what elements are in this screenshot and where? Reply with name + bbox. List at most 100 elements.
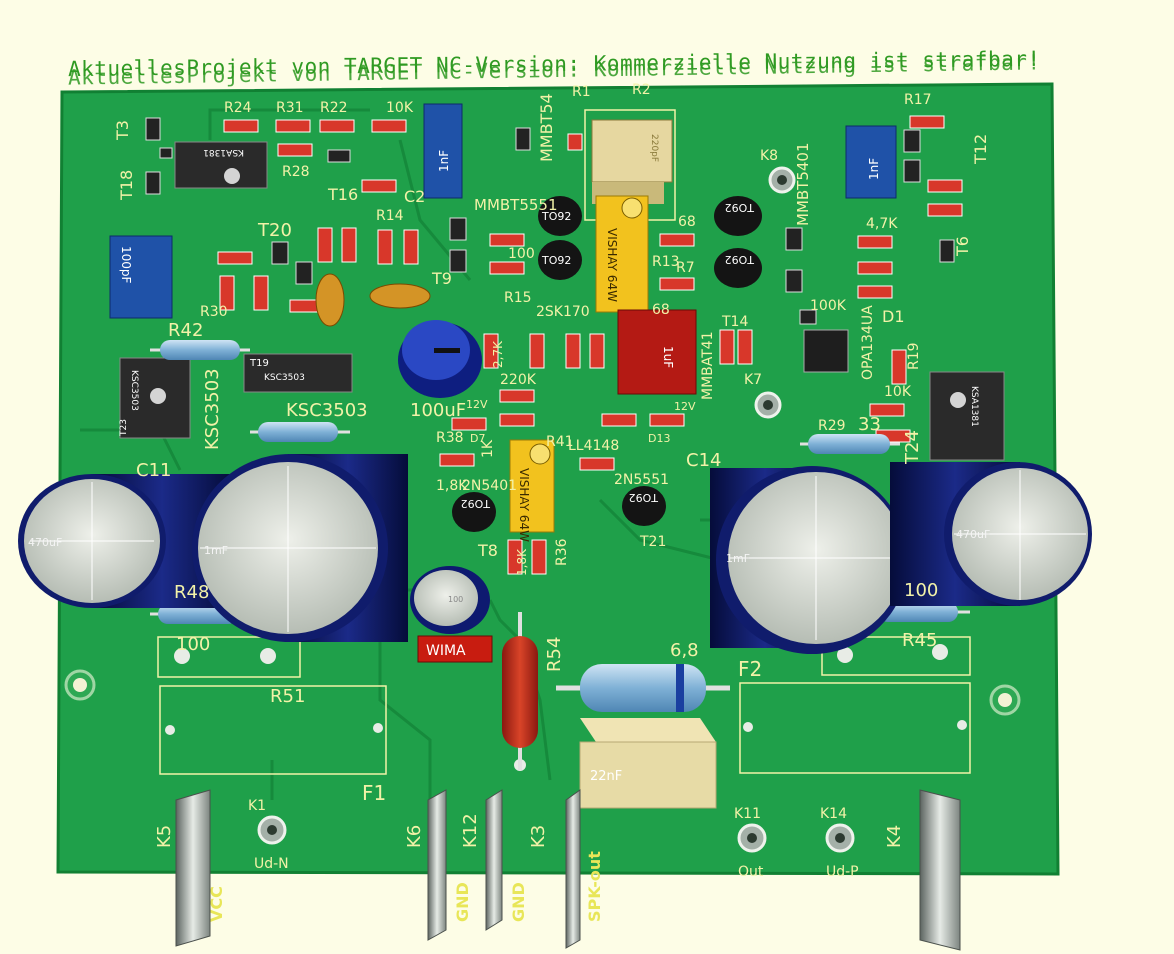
film-capacitor-red [617, 309, 697, 395]
smd-resistors [217, 115, 963, 575]
label-r7: R7 [676, 260, 695, 276]
part-cap-1mf-b: 1mF [726, 552, 750, 565]
mount-holes [64, 669, 1021, 716]
label-out: Out [738, 864, 764, 880]
label-k7: K7 [744, 372, 762, 388]
label-12v-b: 12V [674, 400, 696, 413]
label-t19: T19 [249, 358, 269, 369]
label-k3: K3 [528, 825, 549, 848]
label-r22: R22 [320, 100, 348, 116]
label-r45: R45 [902, 630, 937, 651]
label-t18: T18 [117, 170, 136, 201]
part-to92-e: TO92 [461, 497, 491, 510]
axial-resistors [150, 340, 970, 712]
label-k1: K1 [248, 798, 266, 814]
label-d13: D13 [648, 432, 670, 445]
label-mmbt5401: MMBT5401 [794, 142, 812, 226]
silk-outlines [157, 109, 971, 775]
part-1uf: 1uF [661, 346, 675, 368]
label-r48: R48 [174, 582, 209, 603]
electrolytic-1mf-left [192, 454, 408, 642]
label-r19: R19 [906, 342, 922, 370]
part-cap-470b: 470uF [956, 528, 990, 541]
label-r13: R13 [652, 254, 680, 270]
label-r41: R41 [546, 434, 574, 450]
label-1k: 1K [480, 439, 496, 458]
label-18k-b: 1,8K [515, 548, 529, 576]
label-68a: 68 [678, 214, 696, 230]
label-f2: F2 [738, 657, 762, 681]
electrolytic-100uf [398, 320, 482, 398]
label-k5: K5 [154, 825, 175, 848]
label-2n5401: 2N5401 [462, 478, 517, 494]
label-opa134ua: OPA134UA [860, 305, 876, 380]
label-r38: R38 [436, 430, 464, 446]
label-gnd-1: GND [453, 882, 472, 922]
part-to92-a: TO92 [541, 210, 571, 223]
part-to92-c: TO92 [725, 201, 755, 214]
label-spk-out: SPK-out [585, 851, 604, 922]
label-r51: R51 [270, 686, 305, 707]
label-c11: C11 [136, 460, 171, 481]
label-t21: T21 [639, 534, 666, 550]
label-ud-n: Ud-N [254, 856, 289, 872]
label-47k: 4,7K [866, 216, 898, 232]
label-t24: T24 [902, 430, 923, 465]
label-f1: F1 [362, 781, 386, 805]
part-trim-b: VISHAY 64W [517, 468, 531, 542]
label-2n5551: 2N5551 [614, 472, 669, 488]
terminal-pads [165, 166, 967, 853]
label-ksc3503-v: KSC3503 [202, 368, 223, 450]
part-ksc3503-b: KSC3503 [129, 370, 139, 411]
label-t16: T16 [327, 185, 358, 204]
to92-transistors [452, 196, 762, 532]
part-to92-d: TO92 [725, 253, 755, 266]
label-18k: 1,8K [436, 478, 468, 494]
part-trim-a: VISHAY 64W [605, 228, 619, 302]
part-1nf-b: 1nF [867, 158, 881, 180]
label-r54: R54 [544, 637, 565, 672]
label-r29: R29 [818, 418, 846, 434]
label-r42: R42 [168, 320, 203, 341]
label-r24: R24 [224, 100, 252, 116]
label-t6: T6 [953, 236, 972, 257]
part-cap-1mf-a: 1mF [204, 544, 228, 557]
label-r2: R2 [632, 82, 651, 98]
label-k4: K4 [884, 825, 905, 848]
resistor-r54 [502, 612, 538, 770]
label-vcc: VCC [207, 886, 226, 922]
label-c2: C2 [404, 187, 425, 206]
part-22nf: 22nF [590, 769, 622, 784]
label-r31: R31 [276, 100, 304, 116]
label-r30: R30 [200, 304, 228, 320]
part-to92-b: TO92 [541, 254, 571, 267]
power-transistors [119, 141, 1005, 461]
label-100k: 100K [810, 298, 847, 314]
label-r14: R14 [376, 208, 404, 224]
label-mmbt54: MMBT54 [537, 93, 556, 162]
label-mmbt5551: MMBT5551 [474, 196, 558, 214]
box-capacitors [109, 103, 897, 319]
label-t23: T23 [119, 419, 129, 437]
label-10k: 10K [386, 100, 414, 116]
label-68b: 68 [652, 302, 670, 318]
label-ksc3503-pkg: KSC3503 [264, 373, 305, 383]
label-t20: T20 [257, 220, 292, 241]
label-k12: K12 [460, 813, 481, 848]
part-1nf-a: 1nF [437, 150, 451, 172]
label-k8: K8 [760, 148, 778, 164]
opamp-ic [803, 329, 849, 373]
part-to92-f: TO92 [629, 491, 659, 504]
label-r17: R17 [904, 92, 932, 108]
label-100-b: 100 [176, 634, 210, 655]
label-68-c: 6,8 [670, 640, 699, 661]
label-c14: C14 [686, 450, 721, 471]
part-ksa1381-a: KSA1381 [203, 147, 244, 157]
label-t9: T9 [431, 269, 452, 288]
electrolytic-470uf-right [890, 462, 1092, 606]
tantalum-caps [315, 273, 431, 327]
label-27k: 2,7K [491, 340, 505, 368]
label-ud-p: Ud-P [826, 864, 859, 880]
label-r36: R36 [554, 538, 570, 566]
